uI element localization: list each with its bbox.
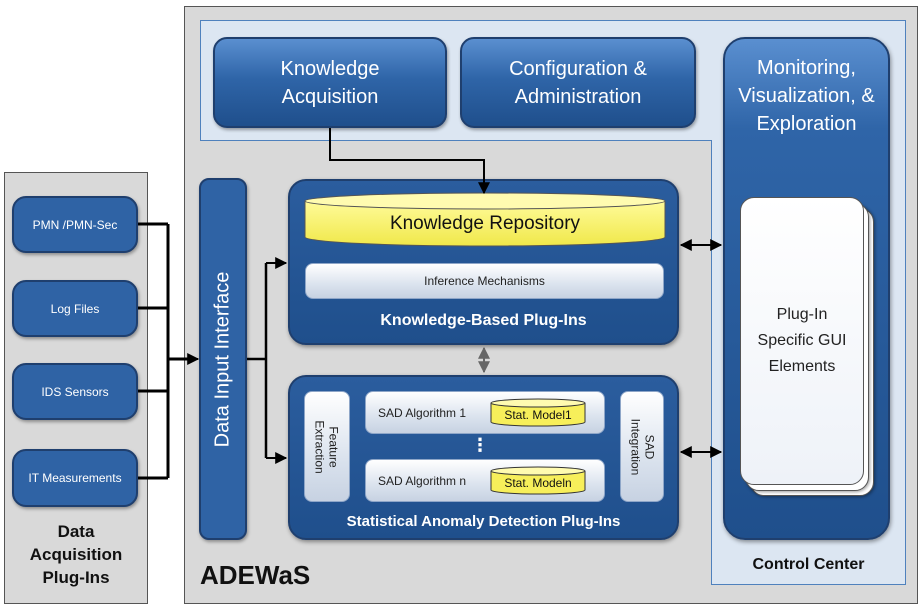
- adewas-label-text: ADEWaS: [200, 560, 311, 590]
- control-center-label-text: Control Center: [752, 556, 865, 573]
- sad-algorithm-1-box: SAD Algorithm 1: [365, 391, 605, 434]
- statistical-title: Statistical Anomaly Detection Plug-Ins: [290, 508, 677, 534]
- acquisition-item-log-files: Log Files: [12, 280, 138, 337]
- acquisition-item-pmn: PMN /PMN-Sec: [12, 196, 138, 253]
- data-acquisition-label: Data Acquisition Plug-Ins: [6, 517, 146, 592]
- acquisition-item-label: IDS Sensors: [41, 384, 109, 399]
- knowledge-acquisition-label: Knowledge Acquisition: [280, 57, 380, 108]
- configuration-label: Configuration & Administration: [509, 57, 647, 108]
- control-center-label: Control Center: [711, 552, 906, 578]
- adewas-label: ADEWaS: [200, 560, 400, 596]
- inference-mechanisms-label: Inference Mechanisms: [424, 274, 545, 288]
- feature-extraction-box: Feature Extraction: [304, 391, 350, 502]
- gui-elements-label: Plug-In Specific GUI Elements: [757, 306, 847, 375]
- stat-model-1-cylinder: [490, 398, 586, 427]
- configuration-box: Configuration & Administration: [460, 37, 696, 128]
- algorithm-ellipsis: ⋮: [470, 433, 490, 457]
- sad-integration-box: SAD Integration: [620, 391, 664, 502]
- stat-model-n-text: Stat. Modeln: [504, 476, 572, 490]
- sad-algorithm-1-label: SAD Algorithm 1: [378, 405, 467, 420]
- knowledge-repository-label: Knowledge Repository: [304, 204, 666, 244]
- acquisition-item-label: IT Measurements: [28, 470, 122, 485]
- knowledge-repository-text: Knowledge Repository: [389, 213, 581, 234]
- sad-algorithm-n-label: SAD Algorithm n: [378, 473, 467, 488]
- feature-extraction-label: Feature Extraction: [313, 419, 341, 474]
- control-center-title-text: Monitoring, Visualization, & Exploration: [738, 57, 875, 135]
- region-seam: [710, 21, 713, 140]
- gui-card-front: Plug-In Specific GUI Elements: [740, 197, 864, 485]
- acquisition-item-it-measurements: IT Measurements: [12, 449, 138, 507]
- knowledge-based-title-text: Knowledge-Based Plug-Ins: [380, 312, 587, 329]
- knowledge-repository-cylinder: [304, 192, 666, 247]
- knowledge-acquisition-box: Knowledge Acquisition: [213, 37, 447, 128]
- control-center-title: Monitoring, Visualization, & Exploration: [727, 38, 886, 154]
- data-acquisition-label-text: Data Acquisition Plug-Ins: [29, 522, 123, 587]
- stat-model-n-cylinder: [490, 466, 586, 495]
- knowledge-based-title: Knowledge-Based Plug-Ins: [290, 307, 677, 335]
- acquisition-item-label: Log Files: [50, 301, 100, 316]
- data-input-interface-bar: Data Input Interface: [199, 178, 247, 540]
- inference-mechanisms-box: Inference Mechanisms: [305, 263, 664, 299]
- algorithm-ellipsis-text: ⋮: [471, 434, 489, 455]
- acquisition-item-ids-sensors: IDS Sensors: [12, 363, 138, 420]
- data-input-interface-label: Data Input Interface: [211, 271, 234, 447]
- statistical-title-text: Statistical Anomaly Detection Plug-Ins: [346, 512, 621, 530]
- stat-model-1-text: Stat. Model1: [504, 408, 572, 422]
- sad-integration-label: SAD Integration: [628, 418, 657, 475]
- stat-model-1-label: Stat. Model1: [490, 404, 586, 426]
- stat-model-n-label: Stat. Modeln: [490, 472, 586, 494]
- acquisition-item-label: PMN /PMN-Sec: [32, 217, 118, 232]
